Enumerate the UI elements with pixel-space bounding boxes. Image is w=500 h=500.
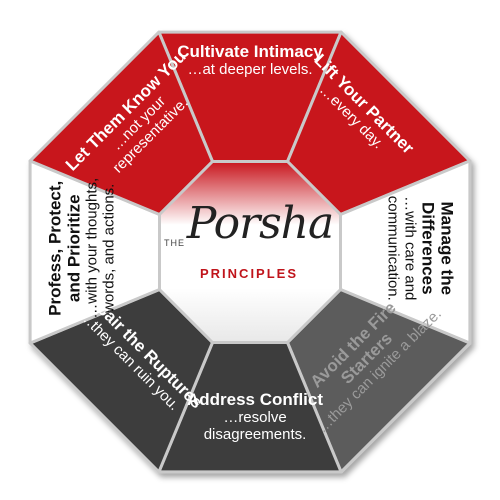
segment-address-conflict: Address Conflict …resolve disagreements. [170, 390, 340, 444]
center-octagon [158, 160, 342, 344]
segment-subtitle: …resolve disagreements. [203, 409, 307, 444]
logo-the: THE [164, 238, 185, 248]
segment-title: Address Conflict [186, 390, 324, 409]
segment-cultivate-intimacy: Cultivate Intimacy …at deeper levels. [165, 42, 335, 78]
logo-principles: PRINCIPLES [200, 266, 299, 281]
porsha-principles-logo: THE Porsha PRINCIPLES [150, 190, 350, 300]
segment-title: Cultivate Intimacy [177, 42, 323, 61]
logo-name: Porsha [186, 198, 335, 249]
segment-title: Profess, Protect, and Prioritize [45, 180, 84, 316]
segment-subtitle: …at deeper levels. [187, 61, 313, 79]
